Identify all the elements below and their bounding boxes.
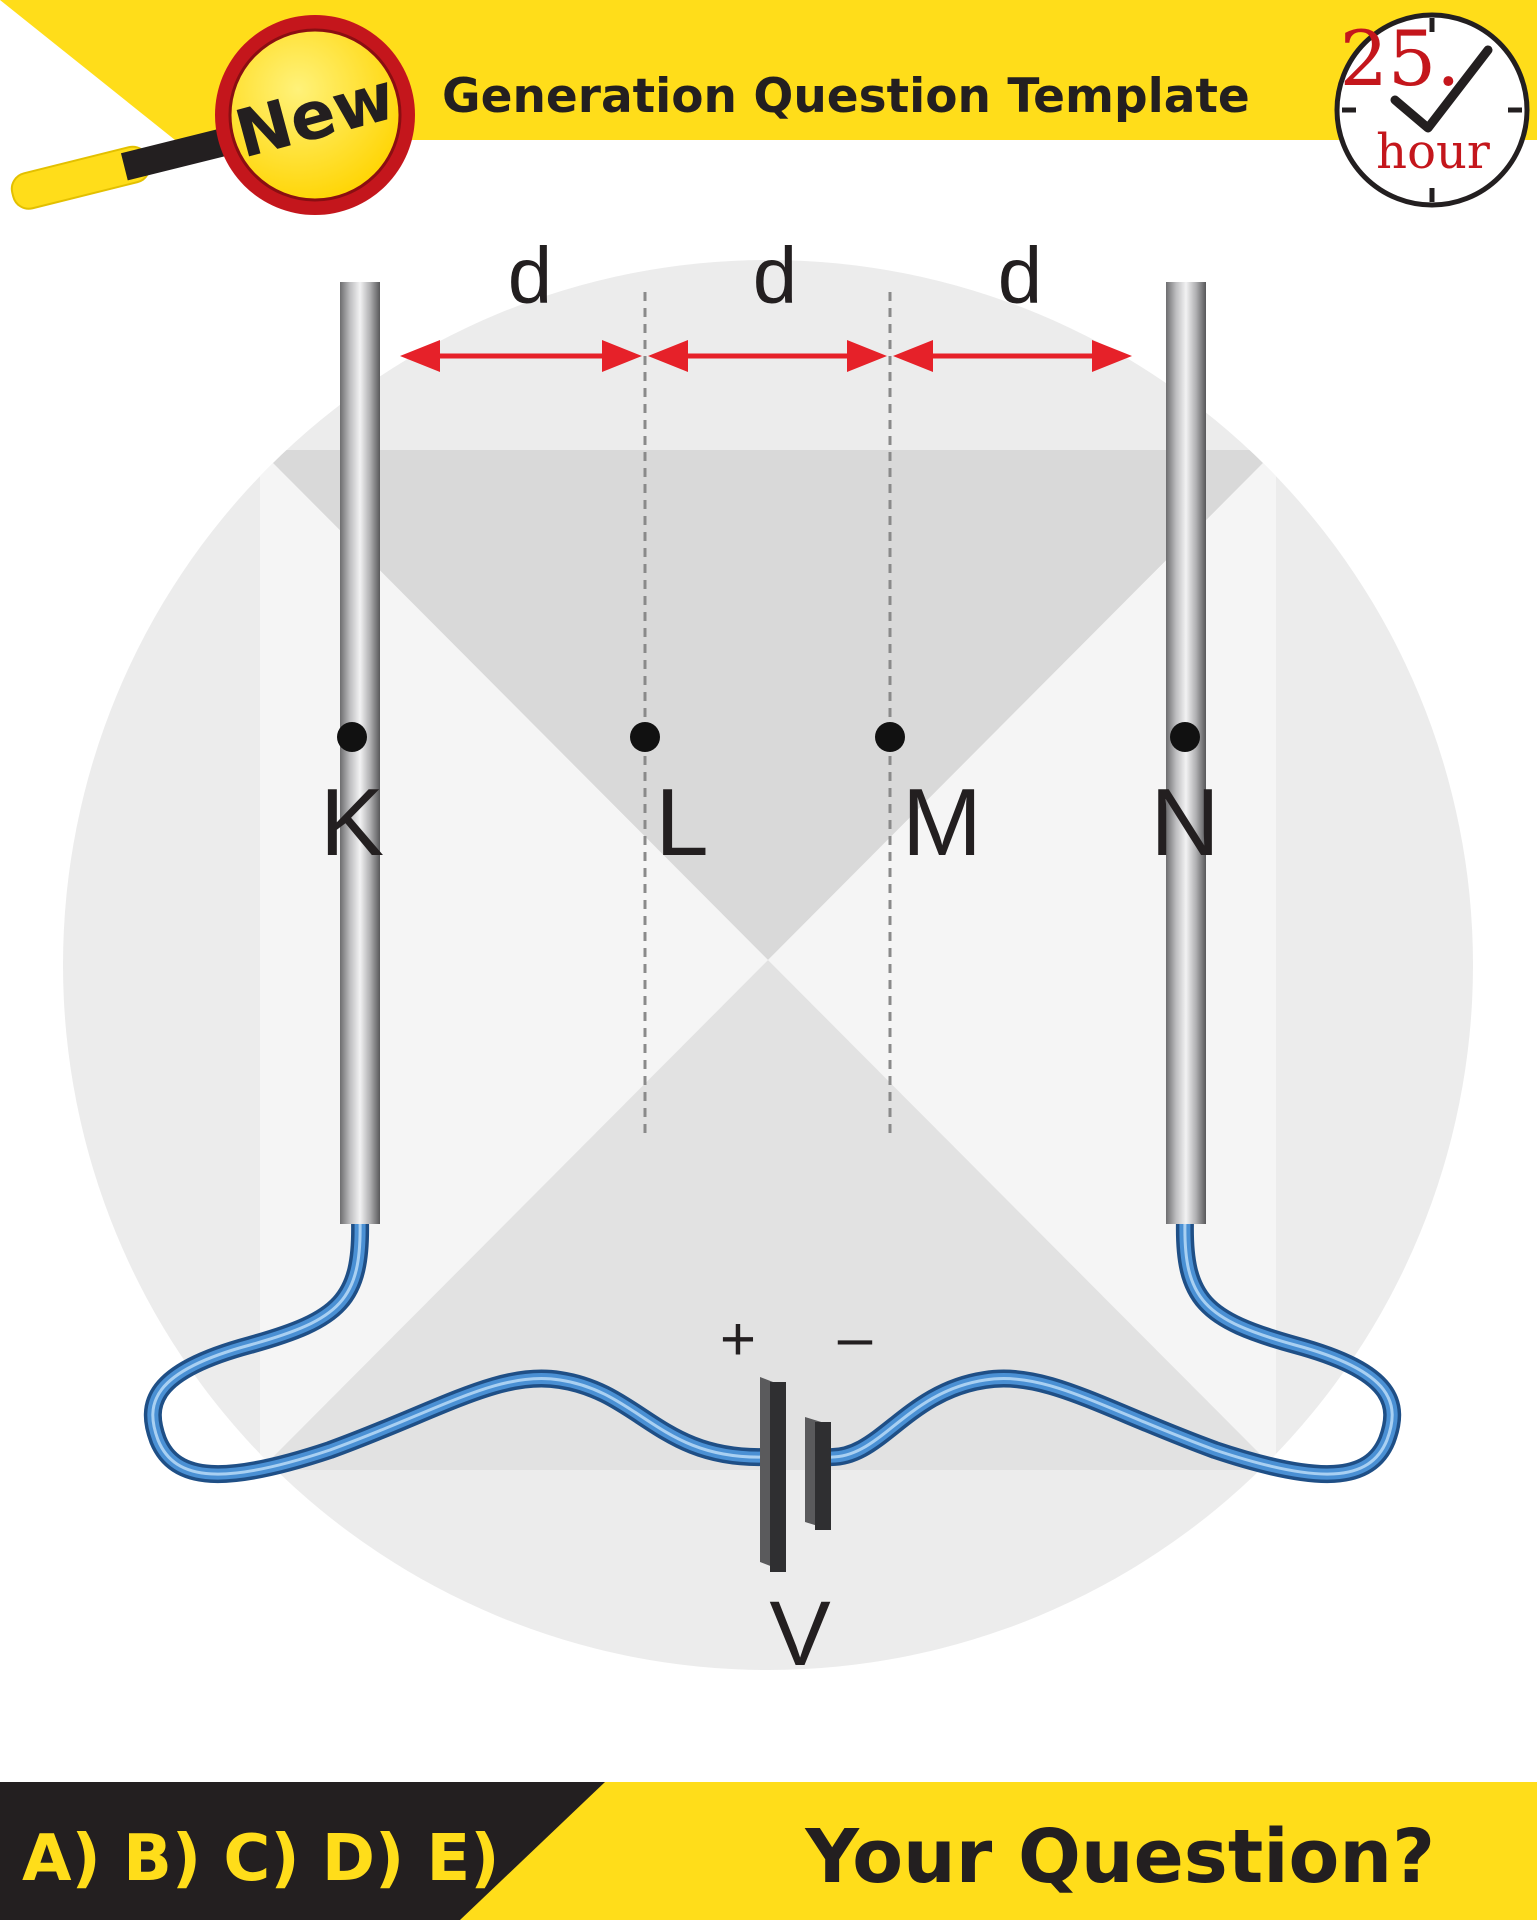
background-circle xyxy=(63,260,1473,1670)
checkmark-icon xyxy=(1390,45,1493,133)
point-m-dot xyxy=(875,722,905,752)
battery-plus: + xyxy=(720,1305,756,1374)
dimension-arrows xyxy=(400,340,1132,372)
battery-icon xyxy=(760,1377,831,1572)
footer-bar: A) B) C) D) E) Your Question? xyxy=(0,1782,1537,1920)
point-k-label: K xyxy=(320,769,384,876)
point-n-label: N xyxy=(1150,769,1219,876)
point-n-dot xyxy=(1170,722,1200,752)
question-text[interactable]: Your Question? xyxy=(804,1814,1435,1900)
clock-number: 25. xyxy=(1340,14,1461,103)
arrow-k-l xyxy=(400,340,642,372)
point-m-label: M xyxy=(902,769,982,876)
battery-minus: – xyxy=(838,1303,873,1372)
arrow-m-n xyxy=(893,340,1132,372)
clock-icon: 25. hour xyxy=(1334,12,1530,208)
battery-label: V xyxy=(769,1583,830,1685)
distance-label-1: d xyxy=(508,231,553,320)
point-k-dot xyxy=(337,722,367,752)
answer-options[interactable]: A) B) C) D) E) xyxy=(22,1822,500,1896)
plate-n xyxy=(1166,282,1206,1224)
distance-label-2: d xyxy=(753,231,798,320)
point-l-label: L xyxy=(655,769,708,876)
wire xyxy=(143,1211,1402,1484)
distance-label-3: d xyxy=(998,231,1043,320)
magnifier-icon: New xyxy=(10,15,415,215)
plate-k xyxy=(340,282,380,1224)
arrow-l-m xyxy=(648,340,887,372)
header-title: Generation Question Template xyxy=(442,69,1250,124)
clock-unit: hour xyxy=(1376,124,1490,180)
point-l-dot xyxy=(630,722,660,752)
